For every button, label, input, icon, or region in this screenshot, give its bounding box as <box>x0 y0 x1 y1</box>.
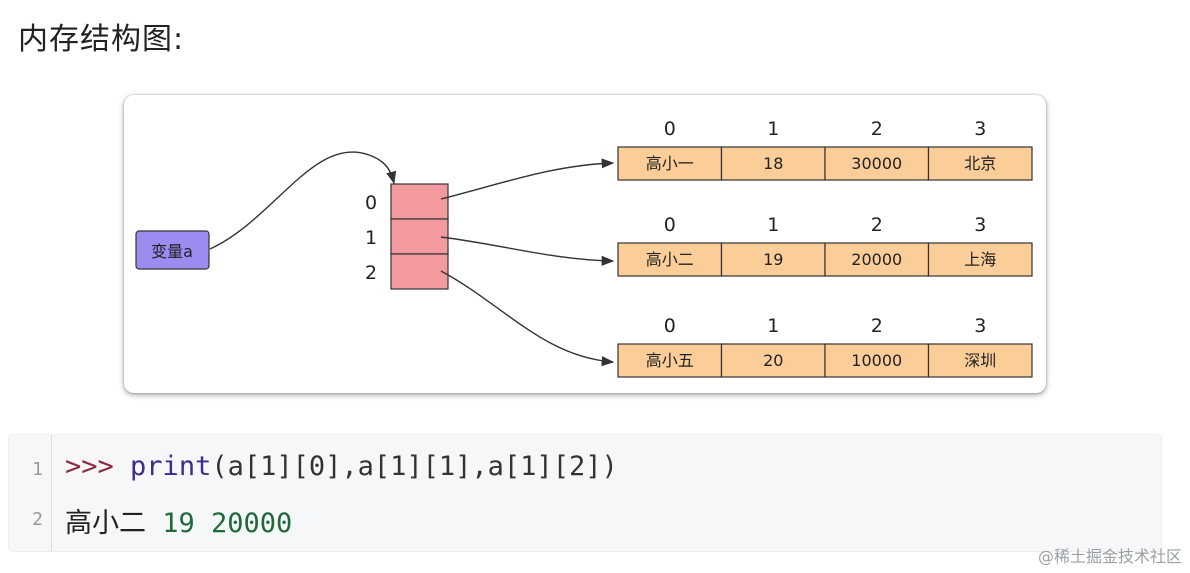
data-cell <box>927 343 1033 378</box>
output-name: 高小二 <box>65 508 146 539</box>
data-cell-value: 30000 <box>851 154 902 173</box>
data-cell-value: 10000 <box>851 351 902 370</box>
data-cell-value: 高小五 <box>646 351 694 370</box>
data-cell-value: 上海 <box>964 250 996 269</box>
column-index-label: 3 <box>974 315 986 337</box>
watermark: @稀土掘金技术社区 <box>1037 547 1182 566</box>
column-index-label: 0 <box>664 315 676 337</box>
page-heading: 内存结构图: <box>18 22 185 57</box>
row-reference-arrow <box>440 236 615 266</box>
print-args: (a[1][0],a[1][1],a[1][2]) <box>211 451 618 482</box>
pointer-cell <box>390 218 449 255</box>
data-cell-value: 20 <box>763 351 783 370</box>
data-cell-value: 20000 <box>851 250 902 269</box>
pointer-index-label: 1 <box>365 227 377 249</box>
data-cell <box>927 146 1033 181</box>
line-number: 1 <box>32 459 43 480</box>
column-index-label: 3 <box>974 214 986 236</box>
column-index-label: 2 <box>871 118 883 140</box>
column-index-label: 1 <box>767 214 779 236</box>
data-cell <box>617 146 723 181</box>
variable-reference-arrow <box>209 151 397 250</box>
data-cell <box>720 343 826 378</box>
column-index-label: 0 <box>664 214 676 236</box>
column-index-label: 2 <box>871 214 883 236</box>
data-cell-value: 18 <box>763 154 783 173</box>
data-cell <box>617 242 723 277</box>
data-cell-value: 高小一 <box>646 154 694 173</box>
variable-box <box>135 230 210 270</box>
data-cell <box>824 343 930 378</box>
column-index-label: 3 <box>974 118 986 140</box>
column-index-label: 1 <box>767 315 779 337</box>
pointer-cell <box>390 253 449 290</box>
print-keyword: print <box>130 451 212 482</box>
data-cell-value: 19 <box>763 250 783 269</box>
column-index-label: 1 <box>767 118 779 140</box>
row-reference-arrow <box>440 270 615 367</box>
data-cell-value: 北京 <box>964 154 996 173</box>
output-values: 19 20000 <box>146 508 293 539</box>
data-cell-value: 高小二 <box>646 250 694 269</box>
pointer-cell <box>390 183 449 220</box>
variable-label: 变量a <box>151 242 193 261</box>
data-cell <box>927 242 1033 277</box>
data-cell <box>824 146 930 181</box>
row-reference-arrow <box>440 158 615 200</box>
repl-prompt: >>> <box>65 451 114 482</box>
column-index-label: 2 <box>871 315 883 337</box>
code-line-input: >>> print(a[1][0],a[1][1],a[1][2]) <box>65 451 618 482</box>
line-number-gutter: 1 2 <box>9 435 52 551</box>
code-line-output: 高小二 19 20000 <box>65 501 292 540</box>
data-cell <box>720 146 826 181</box>
data-cell-value: 深圳 <box>964 351 996 370</box>
code-block: 1 2 >>> print(a[1][0],a[1][1],a[1][2]) 高… <box>8 434 1162 552</box>
data-cell <box>720 242 826 277</box>
pointer-index-label: 0 <box>365 192 377 214</box>
data-cell <box>617 343 723 378</box>
column-index-label: 0 <box>664 118 676 140</box>
line-number: 2 <box>32 509 43 530</box>
pointer-index-label: 2 <box>365 262 377 284</box>
